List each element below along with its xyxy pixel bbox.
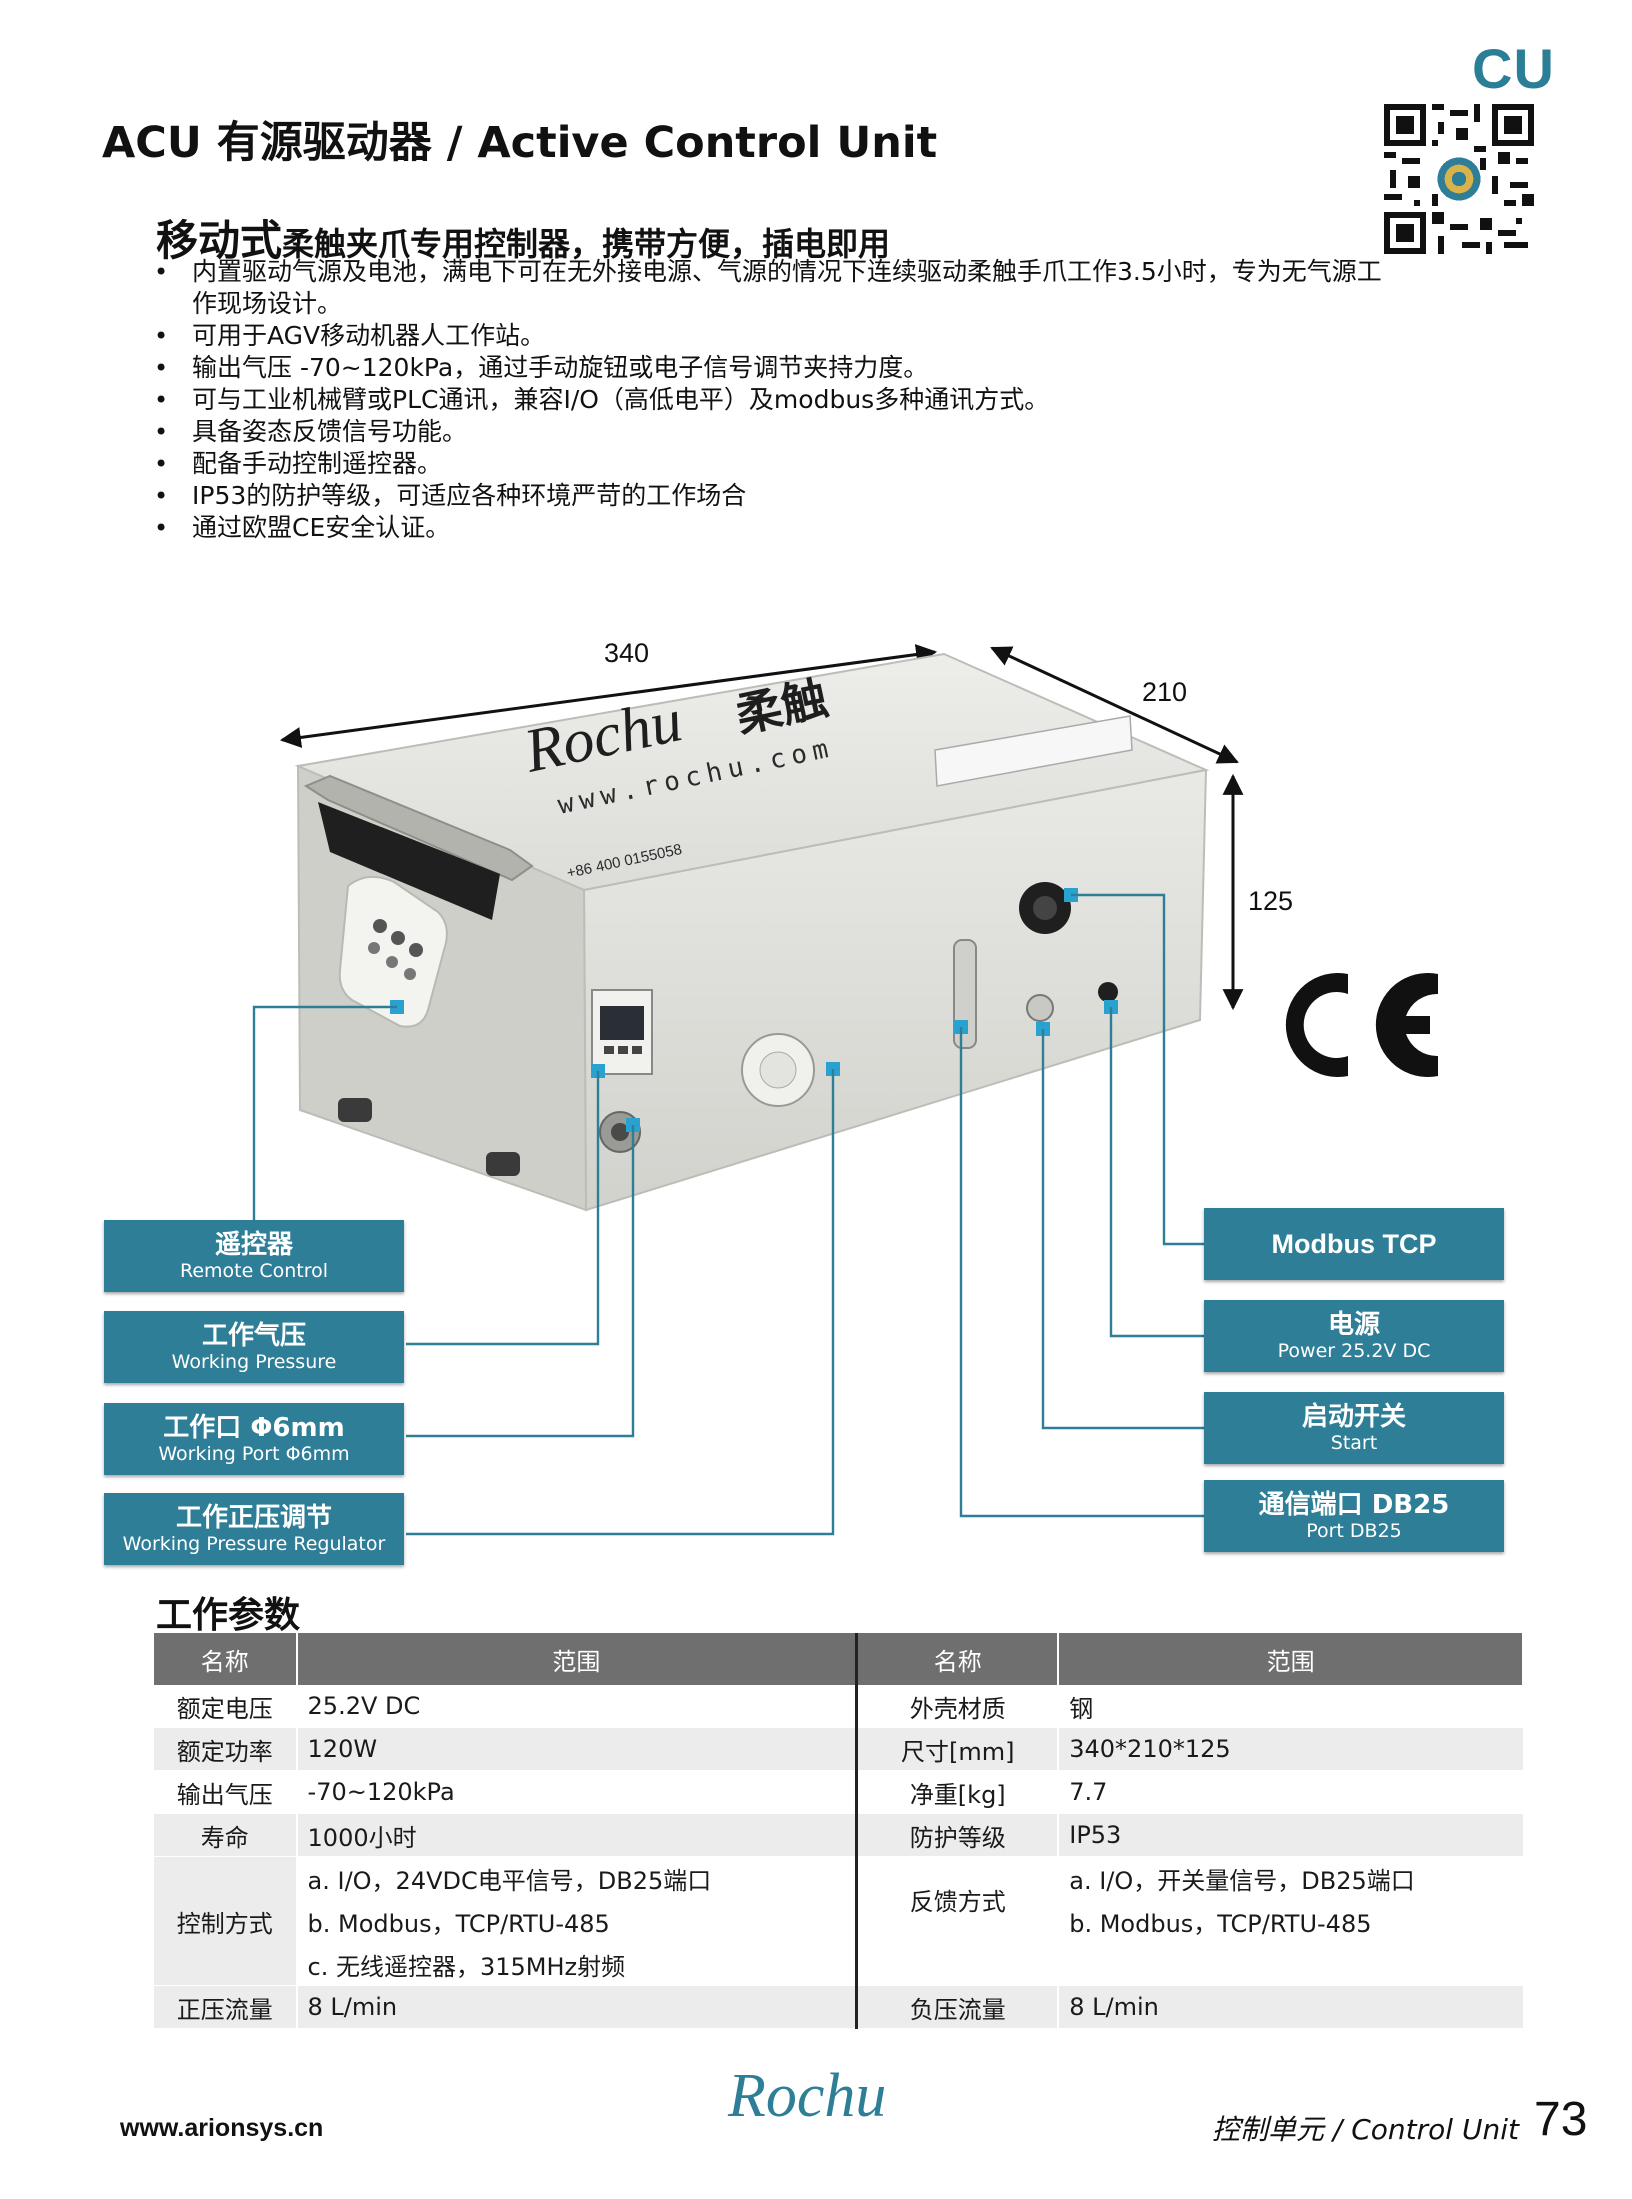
ce-mark-icon [1285, 973, 1438, 1077]
list-item: 可与工业机械臂或PLC通讯，兼容I/O（高低电平）及modbus多种通讯方式。 [154, 384, 1384, 416]
section-mark: CU [1472, 37, 1555, 100]
table-row: c. 无线遥控器，315MHz射频 [154, 1942, 1523, 1986]
footer-section-label: 控制单元 / Control Unit [1212, 2113, 1519, 2146]
list-item: 输出气压 -70~120kPa，通过手动旋钮或电子信号调节夹持力度。 [154, 352, 1384, 384]
footer-logo: Rochu [727, 2062, 886, 2130]
list-item: 通过欧盟CE安全认证。 [154, 512, 1384, 544]
svg-text:Rochu: Rochu [727, 2062, 886, 2130]
power-port [1098, 982, 1118, 1002]
list-item: 具备姿态反馈信号功能。 [154, 416, 1384, 448]
width-label: 210 [1142, 677, 1188, 707]
width-dimension-arrow [990, 646, 1239, 764]
table-row: 控制方式 a. I/O，24VDC电平信号，DB25端口 反馈方式 a. I/O… [154, 1856, 1523, 1986]
list-item: 内置驱动气源及电池，满电下可在无外接电源、气源的情况下连续驱动柔触手爪工作3.5… [154, 256, 1384, 320]
list-item: 可用于AGV移动机器人工作站。 [154, 320, 1384, 352]
page-title: ACU 有源驱动器 / Active Control Unit [102, 118, 938, 168]
qr-code-icon [1384, 104, 1534, 254]
height-label: 125 [1248, 886, 1294, 916]
section-title: 工作参数 [156, 1595, 301, 1636]
col-header: 名称 [856, 1633, 1060, 1685]
length-label: 340 [604, 638, 650, 668]
col-header: 名称 [154, 1633, 298, 1685]
product-illustration: Rochu 柔触 www.rochu.com +86 400 0155058 [252, 644, 1244, 1536]
length-dimension-arrow [279, 644, 938, 748]
table-row: b. Modbus，TCP/RTU-485 b. Modbus，TCP/RTU-… [154, 1899, 1523, 1943]
list-item: 配备手动控制遥控器。 [154, 448, 1384, 480]
table-row: 输出气压-70~120kPa 净重[kg]7.7 [154, 1770, 1523, 1814]
footer-url: www.arionsys.cn [120, 2114, 324, 2142]
page-number: 73 [1534, 2093, 1588, 2146]
col-header: 范围 [296, 1633, 859, 1685]
feature-list: 内置驱动气源及电池，满电下可在无外接电源、气源的情况下连续驱动柔触手爪工作3.5… [154, 256, 1384, 544]
callout-modbus-tcp: Modbus TCP [1204, 1208, 1504, 1280]
start-button [1026, 994, 1054, 1022]
col-header: 范围 [1058, 1633, 1524, 1685]
list-item: IP53的防护等级，可适应各种环境严苛的工作场合 [154, 480, 1384, 512]
